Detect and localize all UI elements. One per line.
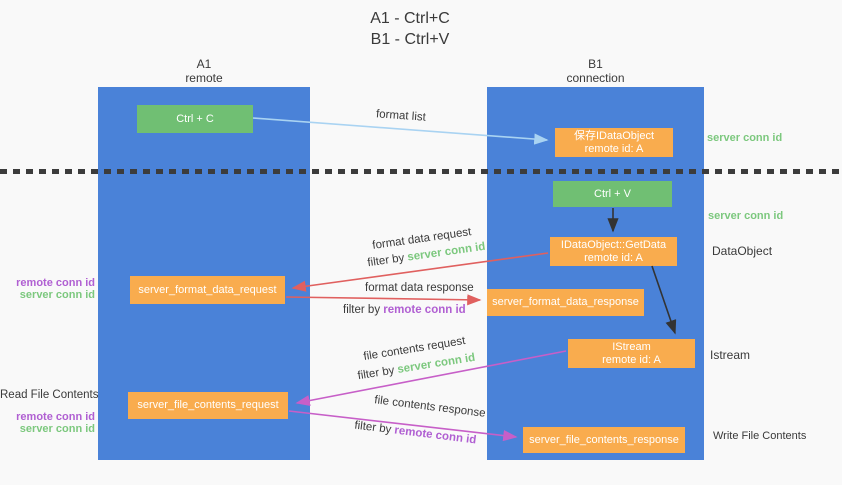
left-column-name: A1 bbox=[196, 57, 212, 71]
save-idataobject-title: 保存IDataObject bbox=[573, 129, 655, 142]
filter-by-text-4: filter by bbox=[353, 419, 396, 437]
ctrl-v-label: Ctrl + V bbox=[594, 187, 631, 200]
left-column-header: A1 remote bbox=[98, 57, 310, 85]
server-format-data-response-box: server_format_data_response bbox=[487, 289, 644, 316]
filter-by-text-1: filter by bbox=[366, 251, 409, 270]
remote-conn-id-label-file: remote conn id bbox=[16, 411, 95, 423]
server-file-contents-request-label: server_file_contents_request bbox=[137, 399, 279, 411]
remote-conn-id-inline-1: remote conn id bbox=[383, 304, 466, 316]
file-contents-response-label: file contents response bbox=[373, 394, 487, 420]
server-format-data-request-label: server_format_data_request bbox=[138, 283, 277, 296]
getdata-title: IDataObject::GetData bbox=[560, 238, 667, 251]
save-idataobject-box: 保存IDataObject remote id: A bbox=[555, 128, 673, 157]
filter-by-text-3: filter by bbox=[356, 364, 399, 383]
diagram-title: A1 - Ctrl+C B1 - Ctrl+V bbox=[320, 8, 500, 50]
write-file-contents-label: Write File Contents bbox=[713, 430, 807, 442]
server-file-contents-request-box: server_file_contents_request bbox=[128, 392, 288, 419]
istream-box: IStream remote id: A bbox=[568, 339, 695, 368]
remote-conn-id-inline-2: remote conn id bbox=[393, 424, 477, 447]
file-conn-id-stack: remote conn id server conn id bbox=[0, 411, 95, 435]
filter-by-text-2: filter by bbox=[343, 304, 384, 316]
left-column-role: remote bbox=[185, 71, 223, 85]
server-file-contents-response-box: server_file_contents_response bbox=[523, 427, 685, 453]
title-line-1: A1 - Ctrl+C bbox=[370, 10, 450, 27]
right-column-role: connection bbox=[566, 71, 625, 85]
format-conn-id-stack: remote conn id server conn id bbox=[0, 277, 95, 301]
ctrl-v-box: Ctrl + V bbox=[553, 181, 672, 207]
format-list-label: format list bbox=[375, 108, 427, 124]
server-format-data-response-label: server_format_data_response bbox=[492, 296, 639, 308]
file-response-filter-label: filter by remote conn id bbox=[354, 420, 477, 447]
save-idataobject-remote-id: remote id: A bbox=[584, 142, 644, 155]
getdata-remote-id: remote id: A bbox=[584, 251, 643, 264]
title-line-2: B1 - Ctrl+V bbox=[370, 31, 450, 48]
dataobject-label: DataObject bbox=[712, 244, 773, 258]
right-column-name: B1 bbox=[588, 57, 603, 71]
ctrl-c-label: Ctrl + C bbox=[176, 112, 214, 125]
read-file-contents-label-wrap: Read File Contents bbox=[0, 389, 99, 401]
server-conn-id-label-format: server conn id bbox=[19, 289, 95, 301]
read-file-contents-label: Read File Contents bbox=[0, 389, 99, 401]
format-response-filter-label: filter by remote conn id bbox=[343, 304, 466, 316]
right-column-header: B1 connection bbox=[487, 57, 704, 85]
server-conn-id-label-top-right: server conn id bbox=[707, 132, 783, 144]
remote-conn-id-label-format: remote conn id bbox=[16, 277, 95, 289]
arrow-format-data-response bbox=[285, 294, 482, 306]
server-conn-id-label-mid-right: server conn id bbox=[708, 210, 784, 222]
istream-title: IStream bbox=[612, 340, 651, 353]
istream-side-label: Istream bbox=[710, 348, 751, 362]
server-file-contents-response-label: server_file_contents_response bbox=[529, 433, 679, 446]
format-data-response-label: format data response bbox=[365, 282, 474, 294]
server-format-data-request-box: server_format_data_request bbox=[130, 276, 285, 304]
istream-remote-id: remote id: A bbox=[602, 353, 661, 366]
server-conn-id-label-file: server conn id bbox=[19, 423, 95, 435]
idataobject-getdata-box: IDataObject::GetData remote id: A bbox=[550, 237, 677, 266]
dotted-divider-line bbox=[0, 169, 842, 174]
ctrl-c-box: Ctrl + C bbox=[137, 105, 253, 133]
